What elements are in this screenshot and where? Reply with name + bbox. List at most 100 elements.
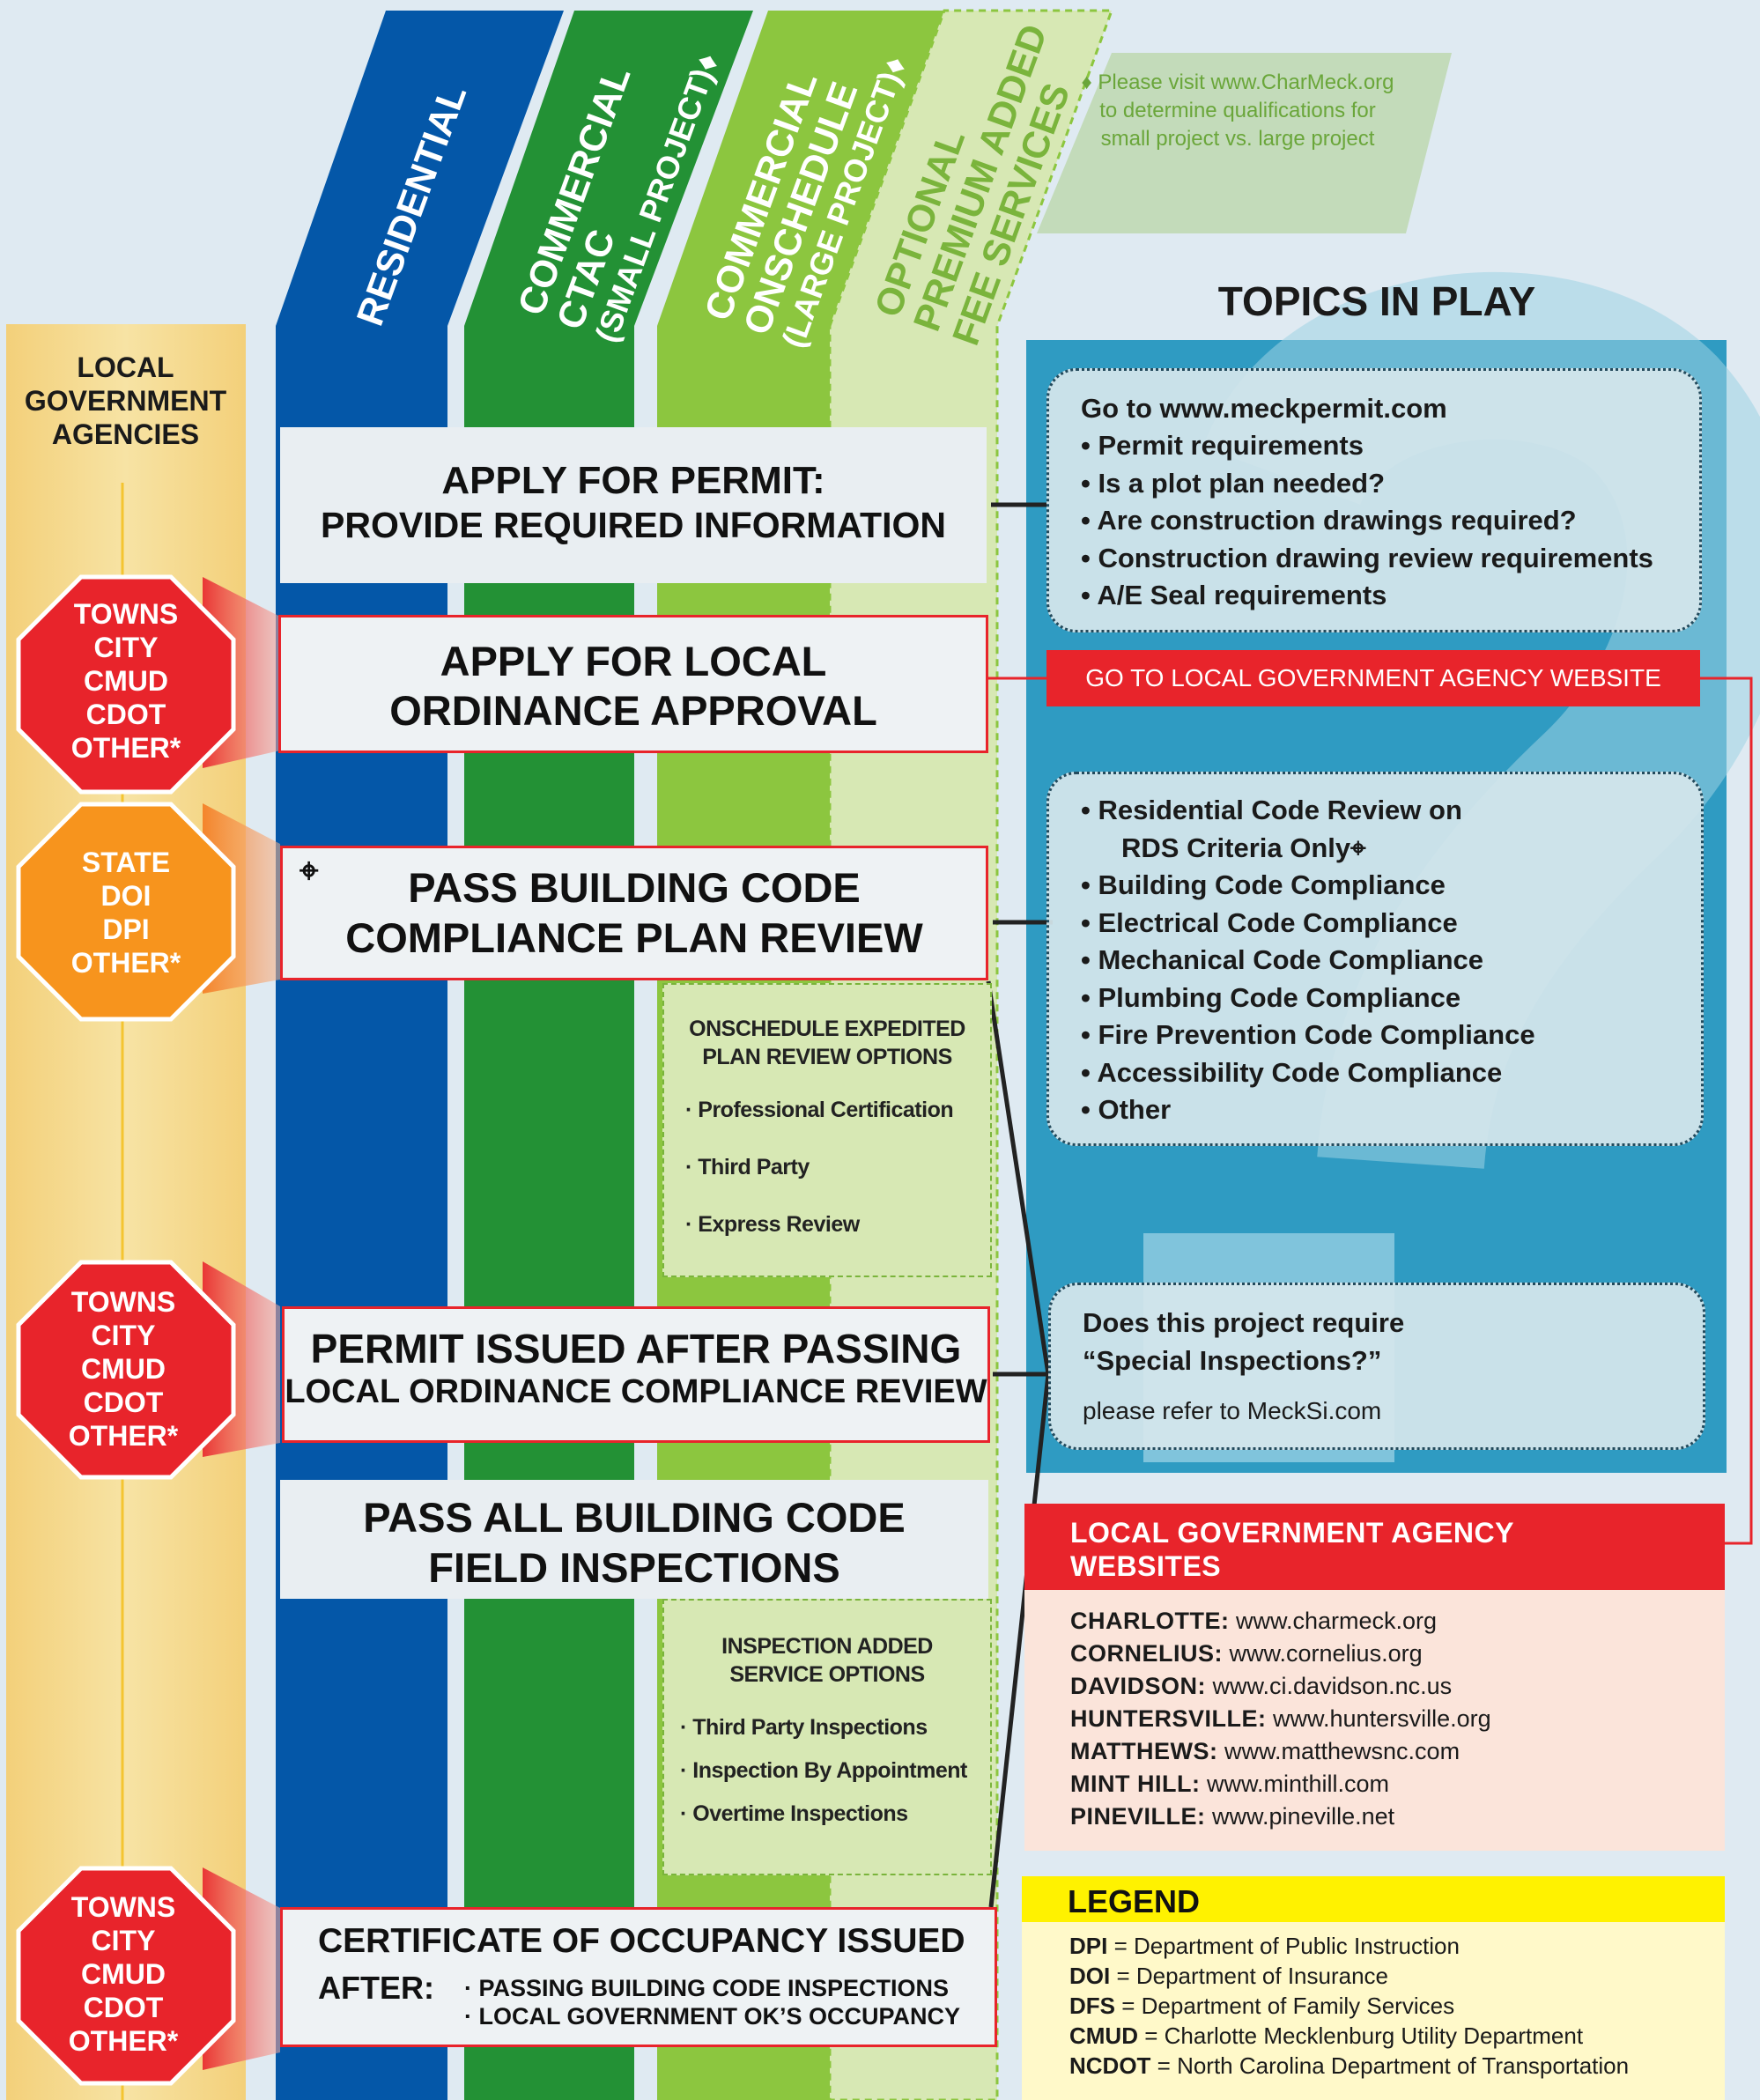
step-local-ordinance-line2: ORDINANCE APPROVAL	[389, 687, 877, 734]
website-url[interactable]: www.ci.davidson.nc.us	[1212, 1673, 1453, 1699]
inspection-option-item: · Third Party Inspections	[680, 1715, 928, 1740]
octagon-4-text: TOWNS CITY CMUD CDOT OTHER*	[18, 1890, 229, 2058]
octagon-1-line: CMUD	[84, 665, 168, 697]
local-gov-title: LOCAL GOVERNMENT AGENCIES	[24, 351, 227, 450]
websites-header: LOCAL GOVERNMENT AGENCY WEBSITES	[1024, 1504, 1725, 1590]
website-url[interactable]: www.charmeck.org	[1236, 1608, 1438, 1634]
step-apply-permit: APPLY FOR PERMIT: PROVIDE REQUIRED INFOR…	[280, 427, 987, 583]
websites-list: CHARLOTTE: www.charmeck.org CORNELIUS: w…	[1024, 1590, 1725, 1851]
website-url[interactable]: www.minthill.com	[1206, 1771, 1390, 1797]
topics-title: TOPICS IN PLAY	[1217, 278, 1536, 324]
website-row[interactable]: HUNTERSVILLE: www.huntersville.org	[1070, 1705, 1491, 1733]
plan-review-option-item: · Express Review	[685, 1212, 860, 1237]
octagon-4-line: OTHER*	[68, 2025, 179, 2057]
step-field-inspections: PASS ALL BUILDING CODE FIELD INSPECTIONS	[280, 1480, 988, 1599]
plan-review-options: ONSCHEDULE EXPEDITED PLAN REVIEW OPTIONS…	[662, 983, 992, 1277]
legend-row: DOI = Department of Insurance	[1069, 1963, 1388, 1990]
inspection-option-item: · Overtime Inspections	[680, 1801, 908, 1826]
step-certificate-item: · LOCAL GOVERNMENT OK’S OCCUPANCY	[464, 2003, 961, 2030]
octagon-2-line: OTHER*	[70, 947, 181, 979]
octagon-2	[16, 802, 236, 1022]
website-name: MATTHEWS:	[1070, 1738, 1218, 1764]
legend-text: = Department of Insurance	[1110, 1963, 1389, 1989]
website-row[interactable]: MATTHEWS: www.matthewsnc.com	[1070, 1738, 1460, 1765]
octagon-3-line: CDOT	[83, 1386, 164, 1418]
topics-box-code-item: • Other	[1081, 1094, 1172, 1125]
website-url[interactable]: www.matthewsnc.com	[1224, 1738, 1461, 1764]
inspection-options-title: INSPECTION ADDED	[721, 1634, 933, 1659]
website-name: CHARLOTTE:	[1070, 1608, 1230, 1634]
plan-review-option-item: · Third Party	[685, 1155, 810, 1179]
octagon-1	[16, 574, 236, 795]
step-plan-review: PASS BUILDING CODE COMPLIANCE PLAN REVIE…	[280, 846, 988, 980]
legend-header: LEGEND	[1022, 1876, 1725, 1922]
goto-local-gov-website-button[interactable]: GO TO LOCAL GOVERNMENT AGENCY WEBSITE	[1046, 650, 1700, 706]
plan-review-option-item: · Professional Certification	[685, 1098, 954, 1122]
topics-box-code-item: • Mechanical Code Compliance	[1081, 944, 1484, 975]
legend-abbr: NCDOT	[1069, 2052, 1151, 2079]
topics-box-code-item: • Accessibility Code Compliance	[1081, 1056, 1503, 1088]
special-inspections-line1: Does this project require	[1083, 1307, 1405, 1338]
websites-title-line2: WEBSITES	[1070, 1550, 1222, 1582]
topics-box-code-item: • Electrical Code Compliance	[1081, 906, 1458, 938]
website-name: CORNELIUS:	[1070, 1640, 1223, 1667]
website-url[interactable]: www.cornelius.org	[1229, 1640, 1423, 1667]
website-url[interactable]: www.pineville.net	[1212, 1803, 1395, 1830]
topics-box-permit-item: • Permit requirements	[1081, 430, 1364, 461]
topics-box-permit-head: Go to www.meckpermit.com	[1081, 393, 1447, 424]
website-name: HUNTERSVILLE:	[1070, 1705, 1267, 1732]
step-plan-review-line2: COMPLIANCE PLAN REVIEW	[345, 914, 923, 961]
topics-box-special-inspections: Does this project require “Special Inspe…	[1048, 1283, 1705, 1450]
website-row[interactable]: DAVIDSON: www.ci.davidson.nc.us	[1070, 1673, 1452, 1700]
octagon-2-line: STATE	[81, 847, 171, 878]
step-field-inspections-line2: FIELD INSPECTIONS	[428, 1544, 840, 1591]
special-inspections-note: please refer to MeckSi.com	[1083, 1397, 1382, 1424]
website-url[interactable]: www.huntersville.org	[1273, 1705, 1491, 1732]
octagon-1-text: TOWNS CITY CMUD CDOT OTHER*	[20, 597, 232, 765]
step-plan-review-line1: PASS BUILDING CODE	[408, 864, 861, 911]
step-certificate-item: · PASSING BUILDING CODE INSPECTIONS	[464, 1975, 950, 2001]
octagon-1-line: CITY	[93, 632, 159, 663]
octagon-4-line: CITY	[91, 1925, 156, 1956]
website-row[interactable]: CORNELIUS: www.cornelius.org	[1070, 1640, 1423, 1667]
octagon-1-line: TOWNS	[73, 598, 179, 630]
topics-box-code-item: • Plumbing Code Compliance	[1081, 981, 1461, 1013]
step-permit-issued-line2: LOCAL ORDINANCE COMPLIANCE REVIEW	[285, 1373, 987, 1410]
topics-box-permit-item: • Construction drawing review requiremen…	[1081, 542, 1653, 573]
website-row[interactable]: MINT HILL: www.minthill.com	[1070, 1771, 1389, 1798]
legend-abbr: CMUD	[1069, 2022, 1138, 2049]
legend-abbr: DFS	[1069, 1993, 1115, 2019]
plan-review-options-title: PLAN REVIEW OPTIONS	[702, 1045, 952, 1069]
website-name: MINT HILL:	[1070, 1771, 1201, 1797]
legend-abbr: DPI	[1069, 1933, 1108, 1959]
website-row[interactable]: CHARLOTTE: www.charmeck.org	[1070, 1608, 1437, 1635]
special-inspections-line2: “Special Inspections?”	[1083, 1344, 1382, 1376]
website-name: DAVIDSON:	[1070, 1673, 1207, 1699]
legend-row: DPI = Department of Public Instruction	[1069, 1933, 1460, 1960]
website-row[interactable]: PINEVILLE: www.pineville.net	[1070, 1803, 1394, 1830]
step-apply-permit-line1: APPLY FOR PERMIT:	[441, 459, 825, 502]
topics-box-code-item: RDS Criteria Only⌖	[1121, 832, 1366, 863]
topics-box-permit-item: • Are construction drawings required?	[1081, 505, 1577, 536]
qualification-note: ♦ Please visit www.CharMeck.org to deter…	[1081, 70, 1394, 151]
octagon-3	[16, 1260, 236, 1480]
step-certificate-after: AFTER:	[318, 1970, 434, 2006]
legend-text: = Charlotte Mecklenburg Utility Departme…	[1138, 2022, 1584, 2049]
topics-box-permit-item: • Is a plot plan needed?	[1081, 467, 1386, 499]
step-permit-issued: PERMIT ISSUED AFTER PASSING LOCAL ORDINA…	[282, 1306, 990, 1443]
topics-box-permit-item: • A/E Seal requirements	[1081, 580, 1387, 610]
legend-text: = Department of Family Services	[1115, 1993, 1455, 2019]
legend-row: DFS = Department of Family Services	[1069, 1993, 1454, 2020]
websites-title-line1: LOCAL GOVERNMENT AGENCY	[1070, 1517, 1514, 1549]
connector-web-red	[1700, 677, 1753, 1545]
legend-title: LEGEND	[1068, 1883, 1201, 1919]
topics-box-code: • Residential Code Review on RDS Criteri…	[1046, 772, 1704, 1146]
topics-box-code-item: • Fire Prevention Code Compliance	[1081, 1019, 1535, 1050]
octagon-2-line: DOI	[100, 880, 152, 912]
topics-box-code-item: • Residential Code Review on	[1081, 795, 1462, 825]
octagon-3-line: OTHER*	[68, 1420, 179, 1452]
octagon-4	[16, 1866, 236, 2086]
step-certificate: CERTIFICATE OF OCCUPANCY ISSUED AFTER: ·…	[280, 1907, 997, 2047]
octagon-3-line: TOWNS	[70, 1286, 176, 1318]
inspection-options: INSPECTION ADDED SERVICE OPTIONS · Third…	[662, 1599, 992, 1875]
